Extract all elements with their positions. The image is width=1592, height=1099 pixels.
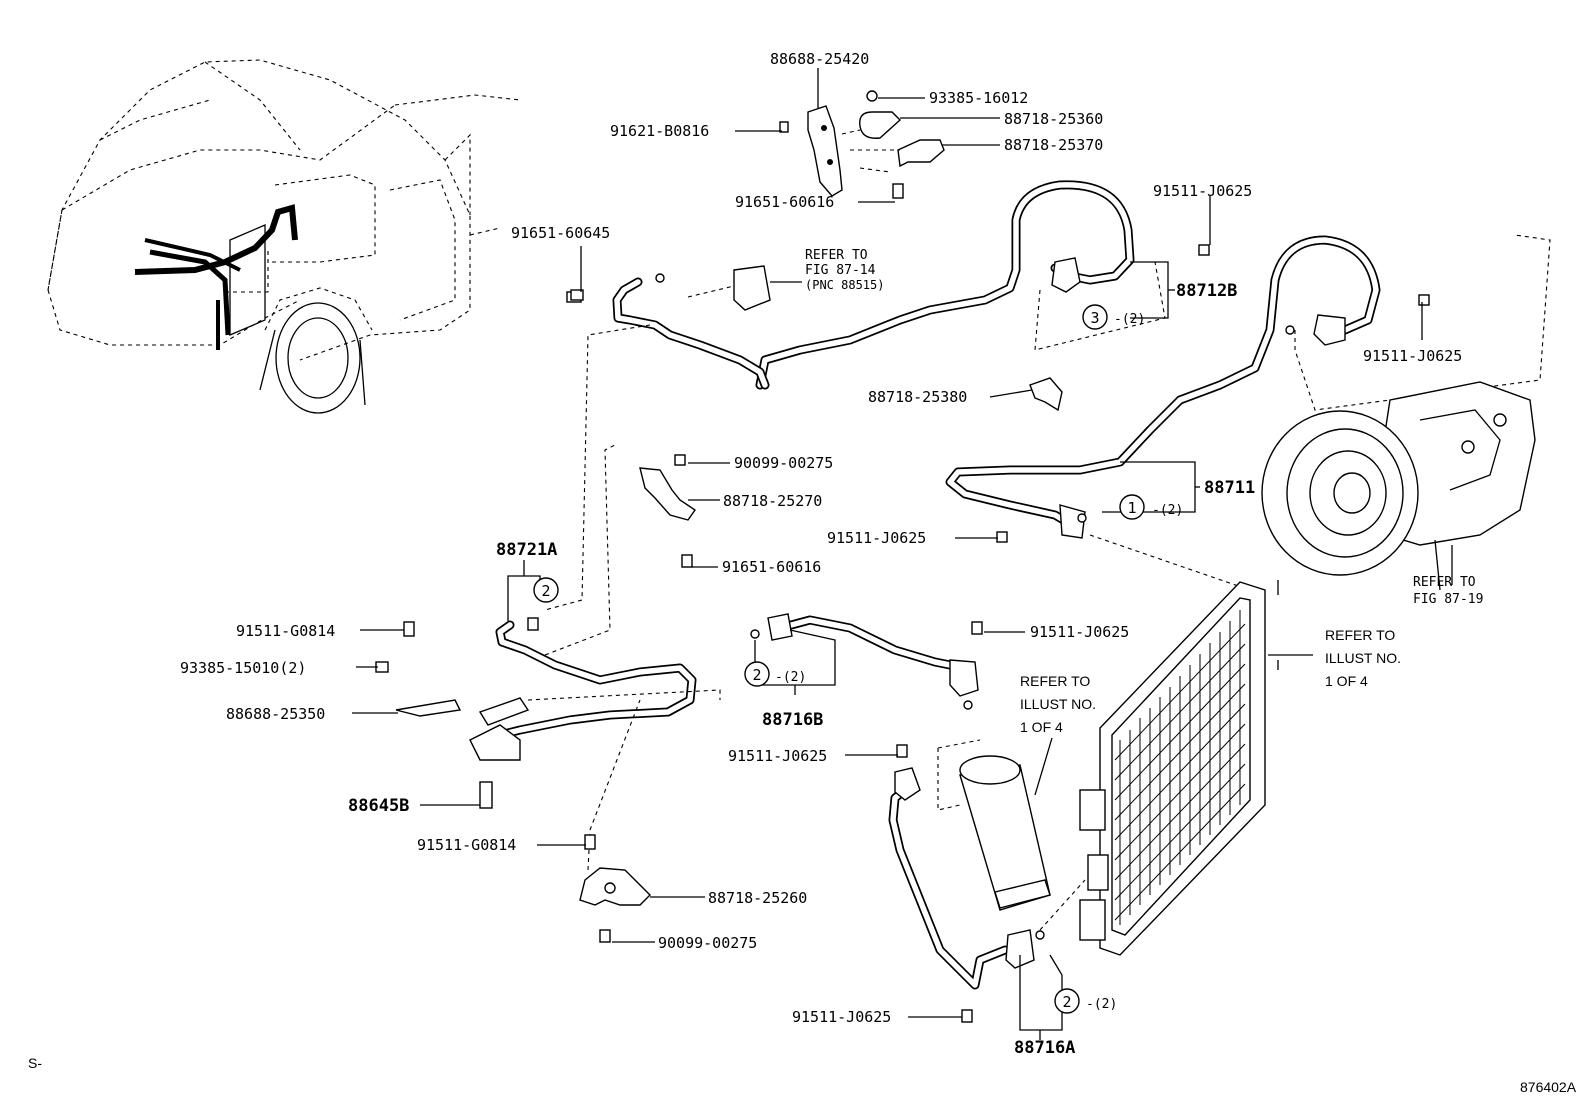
label-88718-25360: 88718-25360 (1004, 110, 1103, 128)
ref-fig8714-line3: (PNC 88515) (805, 278, 884, 292)
receiver-drier (937, 739, 1051, 911)
callout-2a: 2 (541, 582, 550, 600)
label-93385-15010: 93385-15010(2) (180, 659, 306, 677)
leader-lines (352, 68, 1453, 1040)
callout-1: 1 (1127, 499, 1136, 517)
compressor (1261, 381, 1536, 591)
label-88688-25350: 88688-25350 (226, 705, 325, 723)
label-91511-j0625-c: 91511-J0625 (827, 529, 926, 547)
bracket-88718-25380 (1029, 377, 1063, 412)
ref-fig8719-line2: FIG 87-19 (1413, 592, 1483, 607)
ref-illust-right-line2: ILLUST NO. (1325, 650, 1401, 666)
label-88711: 88711 (1204, 478, 1255, 498)
bracket-88718-25260 (579, 699, 651, 906)
label-93385-16012: 93385-16012 (929, 89, 1028, 107)
tube-upper-left (544, 265, 771, 611)
label-91511-g0814-b: 91511-G0814 (417, 836, 516, 854)
tube-88716b (750, 613, 979, 710)
ref-illust-mid-line2: ILLUST NO. (1020, 696, 1096, 712)
callout-circles (533, 304, 1145, 1014)
label-88718-25370: 88718-25370 (1004, 136, 1103, 154)
condenser (1079, 580, 1279, 956)
label-90099-00275-bot: 90099-00275 (658, 934, 757, 952)
callout-2a-circle (533, 577, 559, 603)
label-88716a: 88716A (1014, 1038, 1075, 1058)
callout-2b-qty: -(2) (775, 670, 806, 685)
label-91651-60616-top: 91651-60616 (735, 193, 834, 211)
label-91511-j0625-d: 91511-J0625 (1030, 623, 1129, 641)
callout-2c-circle (1054, 988, 1080, 1014)
label-91511-j0625-a: 91511-J0625 (1153, 182, 1252, 200)
fasteners (375, 244, 1430, 1023)
label-88688-25420: 88688-25420 (770, 50, 869, 68)
label-88718-25260: 88718-25260 (708, 889, 807, 907)
reference-notes: REFER TO FIG 87-14 (PNC 88515) REFER TO … (805, 248, 1483, 735)
callout-2c-qty: -(2) (1086, 997, 1117, 1012)
ref-illust-right-line3: 1 OF 4 (1325, 673, 1368, 689)
label-91511-j0625-e: 91511-J0625 (728, 747, 827, 765)
label-91621-b0816: 91621-B0816 (610, 122, 709, 140)
ref-illust-mid-line1: REFER TO (1020, 673, 1090, 689)
callout-1-circle (1119, 494, 1145, 520)
corner-marker: S- (28, 1055, 42, 1071)
callout-3-qty: -(2) (1114, 312, 1145, 327)
label-88718-25270: 88718-25270 (723, 492, 822, 510)
label-90099-00275-top: 90099-00275 (734, 454, 833, 472)
label-91511-g0814-a: 91511-G0814 (236, 622, 335, 640)
ref-illust-mid-line3: 1 OF 4 (1020, 719, 1063, 735)
ref-illust-right-line1: REFER TO (1325, 627, 1395, 643)
label-91511-j0625-b: 91511-J0625 (1363, 347, 1462, 365)
ref-fig8714-line2: FIG 87-14 (805, 263, 876, 278)
callout-2b-circle (744, 661, 770, 687)
bracket-88718-25270 (639, 467, 696, 521)
vehicle-outline (47, 59, 521, 414)
tube-88721a (395, 444, 721, 761)
callout-3: 3 (1090, 309, 1099, 327)
label-88712b: 88712B (1176, 281, 1237, 301)
callout-texts: 1 -(2) 3 -(2) 2 2 -(2) 2 -(2) (541, 309, 1183, 1012)
label-91511-j0625-f: 91511-J0625 (792, 1008, 891, 1026)
label-88721a: 88721A (496, 540, 557, 560)
label-88716b: 88716B (762, 710, 823, 730)
tube-88716a (888, 767, 1086, 990)
callout-2c: 2 (1062, 993, 1071, 1011)
label-88718-25380: 88718-25380 (868, 388, 967, 406)
label-91651-60645: 91651-60645 (511, 224, 610, 242)
ref-fig8719-line1: REFER TO (1413, 575, 1476, 590)
callout-3-circle (1082, 304, 1108, 330)
figure-code: 876402A (1520, 1079, 1577, 1095)
part-labels: 88688-25420 93385-16012 91621-B0816 8871… (180, 50, 1462, 1058)
bracket-cluster-top (779, 90, 945, 199)
hose-88712b (755, 180, 1166, 390)
ref-fig8714-line1: REFER TO (805, 248, 868, 263)
callout-2b: 2 (752, 666, 761, 684)
label-88645b: 88645B (348, 796, 409, 816)
label-91651-60616-mid: 91651-60616 (722, 558, 821, 576)
hose-88711 (945, 234, 1551, 591)
callout-1-qty: -(2) (1152, 503, 1183, 518)
